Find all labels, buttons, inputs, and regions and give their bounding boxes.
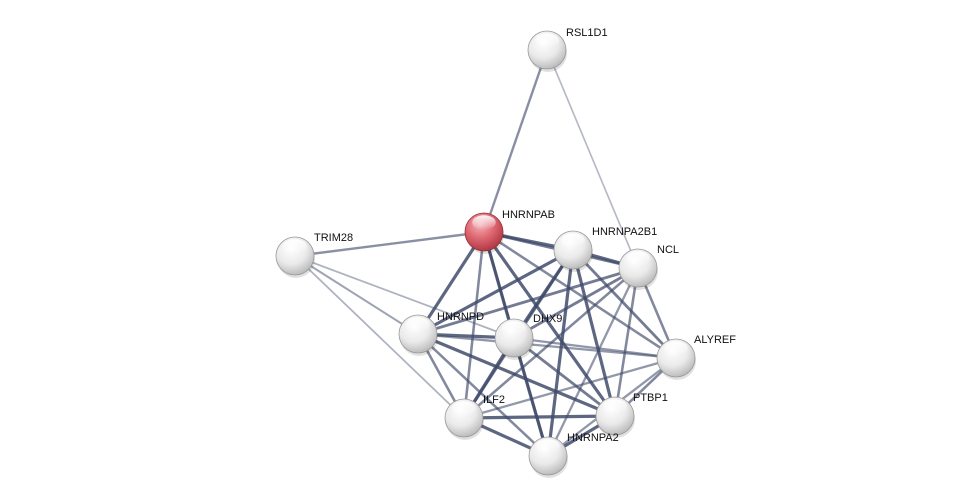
edge-ncl-dhx9[interactable] bbox=[512, 266, 640, 340]
node-label-hnrnpab: HNRNPAB bbox=[502, 209, 555, 221]
node-label-ncl: NCL bbox=[657, 244, 679, 256]
edge-hnrnpab-alyref[interactable] bbox=[482, 230, 678, 360]
edge-hnrnpd-ptbp1[interactable] bbox=[416, 332, 617, 418]
edge-dhx9-hnrnpa2[interactable] bbox=[512, 336, 550, 458]
edge-ncl-hnrnpa2[interactable] bbox=[546, 266, 640, 458]
sphere-highlight bbox=[452, 401, 476, 416]
node-hnrnpab[interactable]: HNRNPAB bbox=[464, 209, 555, 254]
node-label-ptbp1: PTBP1 bbox=[633, 392, 668, 404]
edge-hnrnpd-hnrnpa2[interactable] bbox=[416, 332, 550, 458]
sphere-highlight bbox=[535, 33, 559, 48]
sphere-highlight bbox=[502, 321, 526, 336]
node-label-alyref: ALYREF bbox=[694, 334, 736, 346]
sphere-highlight bbox=[626, 251, 650, 266]
edge-trim28-dhx9[interactable] bbox=[294, 255, 515, 339]
node-trim28[interactable]: TRIM28 bbox=[275, 232, 353, 278]
node-alyref[interactable]: ALYREF bbox=[656, 334, 736, 380]
sphere-highlight bbox=[472, 215, 496, 230]
sphere-highlight bbox=[536, 439, 560, 454]
node-ilf2[interactable]: ILF2 bbox=[444, 394, 505, 440]
edge-trim28-ilf2[interactable] bbox=[294, 255, 465, 419]
node-label-ilf2: ILF2 bbox=[483, 394, 505, 406]
edge-hnrnpd-alyref[interactable] bbox=[416, 332, 678, 360]
node-ncl[interactable]: NCL bbox=[618, 244, 679, 290]
edge-hnrnpab-trim28[interactable] bbox=[293, 230, 486, 258]
node-label-hnrnpa2: HNRNPA2 bbox=[567, 432, 619, 444]
edge-hnrnpab-hnrnpd[interactable] bbox=[416, 230, 486, 336]
node-label-trim28: TRIM28 bbox=[314, 232, 353, 244]
sphere-highlight bbox=[603, 399, 627, 414]
sphere-highlight bbox=[561, 233, 585, 248]
node-hnrnpa2b1[interactable]: HNRNPA2B1 bbox=[553, 226, 657, 272]
node-rsl1d1[interactable]: RSL1D1 bbox=[527, 27, 608, 72]
edge-hnrnpab-rsl1d1[interactable] bbox=[482, 48, 549, 234]
edge-hnrnpa2b1-hnrnpa2[interactable] bbox=[546, 248, 575, 458]
edge-hnrnpa2b1-ptbp1[interactable] bbox=[571, 248, 617, 418]
node-ptbp1[interactable]: PTBP1 bbox=[595, 392, 668, 438]
edge-ilf2-ptbp1[interactable] bbox=[462, 414, 617, 420]
node-hnrnpd[interactable]: HNRNPD bbox=[398, 311, 484, 356]
edge-trim28-hnrnpd[interactable] bbox=[293, 254, 420, 336]
edge-ncl-ptbp1[interactable] bbox=[613, 266, 640, 418]
node-dhx9[interactable]: DHX9 bbox=[494, 313, 562, 360]
edge-hnrnpab-ilf2[interactable] bbox=[462, 230, 486, 420]
node-label-rsl1d1: RSL1D1 bbox=[566, 27, 608, 39]
node-label-dhx9: DHX9 bbox=[533, 313, 562, 325]
edge-rsl1d1-ncl[interactable] bbox=[546, 49, 639, 269]
sphere-highlight bbox=[283, 239, 307, 254]
node-label-hnrnpd: HNRNPD bbox=[437, 311, 484, 323]
node-label-hnrnpa2b1: HNRNPA2B1 bbox=[592, 226, 657, 238]
edge-dhx9-alyref[interactable] bbox=[512, 336, 678, 360]
sphere-highlight bbox=[664, 341, 688, 356]
edge-hnrnpab-ptbp1[interactable] bbox=[482, 230, 617, 418]
edge-hnrnpa2b1-hnrnpd[interactable] bbox=[416, 248, 575, 336]
edge-ncl-hnrnpd[interactable] bbox=[416, 266, 640, 336]
node-hnrnpa2[interactable]: HNRNPA2 bbox=[528, 432, 619, 478]
edge-hnrnpa2b1-alyref[interactable] bbox=[571, 248, 678, 360]
edge-alyref-ilf2[interactable] bbox=[462, 356, 678, 420]
sphere-highlight bbox=[406, 317, 430, 332]
edge-dhx9-ptbp1[interactable] bbox=[512, 336, 617, 418]
